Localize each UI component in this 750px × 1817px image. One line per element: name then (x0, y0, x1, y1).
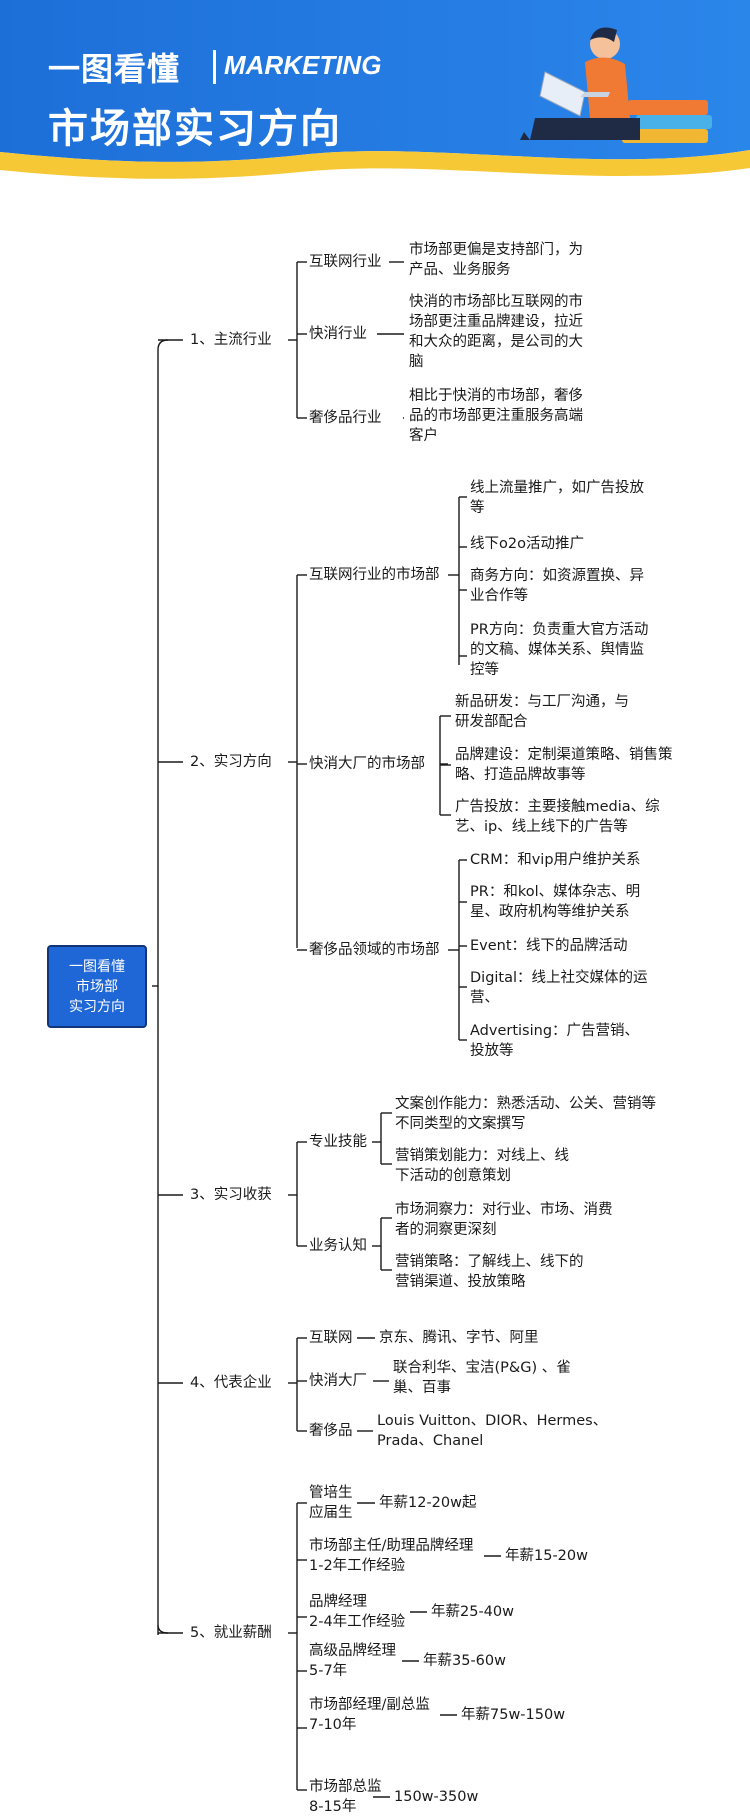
industry-fmcg-detail: 快消的市场部比互联网的市 场部更注重品牌建设，拉近 和大众的距离，是公司的大 脑 (409, 294, 583, 370)
branch-salary: 5、就业薪酬 (190, 1625, 272, 1641)
salary-level-brand-manager: 品牌经理 2-4年工作经验 (309, 1594, 406, 1630)
gain-professional-skills: 专业技能 (309, 1134, 367, 1150)
salary-value-trainee: 年薪12-20w起 (379, 1495, 477, 1511)
header-title-line1: 一图看懂 (48, 50, 181, 88)
company-fmcg: 快消大厂 (309, 1373, 367, 1389)
header-title-line2: 市场部实习方向 (48, 106, 342, 152)
direction-internet-marketing: 互联网行业的市场部 (309, 567, 440, 583)
header-background (0, 0, 750, 210)
branch-representative-companies: 4、代表企业 (190, 1375, 272, 1391)
company-luxury-list: Louis Vuitton、DIOR、Hermes、 Prada、Chanel (377, 1413, 608, 1449)
industry-luxury: 奢侈品行业 (309, 410, 382, 426)
company-luxury: 奢侈品 (309, 1423, 353, 1439)
branch-internship-gains: 3、实习收获 (190, 1187, 272, 1203)
salary-value-marketing-director: 150w-350w (394, 1789, 479, 1805)
header-divider (213, 50, 216, 84)
header-banner: 一图看懂 MARKETING 市场部实习方向 (0, 0, 750, 210)
industry-internet: 互联网行业 (309, 254, 382, 270)
internet-item-online-traffic: 线上流量推广，如广告投放 等 (470, 480, 644, 516)
luxury-item-crm: CRM：和vip用户维护关系 (470, 852, 641, 868)
fmcg-item-brand-building: 品牌建设：定制渠道策略、销售策 略、打造品牌故事等 (455, 747, 673, 783)
luxury-item-event: Event：线下的品牌活动 (470, 938, 628, 954)
salary-value-brand-manager: 年薪25-40w (431, 1604, 514, 1620)
industry-luxury-detail: 相比于快消的市场部，奢侈 品的市场部更注重服务高端 客户 (409, 388, 583, 444)
luxury-item-digital: Digital：线上社交媒体的运 营、 (470, 970, 648, 1006)
fmcg-item-new-product: 新品研发：与工厂沟通，与 研发部配合 (455, 694, 629, 730)
header-title-english: MARKETING (224, 50, 382, 80)
salary-level-trainee: 管培生 应届生 (309, 1485, 353, 1521)
salary-level-marketing-manager: 市场部经理/副总监 7-10年 (309, 1697, 430, 1733)
salary-value-assistant-manager: 年薪15-20w (505, 1548, 588, 1564)
salary-level-senior-brand-manager: 高级品牌经理 5-7年 (309, 1643, 396, 1679)
root-line3: 实习方向 (69, 998, 125, 1015)
fmcg-item-advertising: 广告投放：主要接触media、综 艺、ip、线上线下的广告等 (455, 799, 660, 835)
luxury-item-advertising: Advertising：广告营销、 投放等 (470, 1023, 640, 1059)
skill-planning: 营销策划能力：对线上、线 下活动的创意策划 (395, 1148, 569, 1184)
root-line1: 一图看懂 (69, 958, 125, 975)
internet-item-pr: PR方向：负责重大官方活动 的文稿、媒体关系、舆情监 控等 (470, 622, 649, 678)
salary-level-marketing-director: 市场部总监 8-15年 (309, 1779, 382, 1815)
salary-value-senior-brand-manager: 年薪35-60w (423, 1653, 506, 1669)
branch-internship-directions: 2、实习方向 (190, 754, 272, 770)
salary-level-assistant-manager: 市场部主任/助理品牌经理 1-2年工作经验 (309, 1538, 474, 1574)
direction-fmcg-marketing: 快消大厂的市场部 (309, 756, 425, 772)
knowledge-strategy: 营销策略：了解线上、线下的 营销渠道、投放策略 (395, 1254, 584, 1290)
root-node: 一图看懂 市场部 实习方向 (47, 945, 147, 1028)
company-internet-list: 京东、腾讯、字节、阿里 (379, 1330, 539, 1346)
luxury-item-pr: PR：和kol、媒体杂志、明 星、政府机构等维护关系 (470, 884, 641, 920)
company-internet: 互联网 (309, 1330, 353, 1346)
company-fmcg-list: 联合利华、宝洁(P&G) 、雀 巢、百事 (393, 1360, 571, 1396)
gain-business-knowledge: 业务认知 (309, 1238, 367, 1254)
internet-item-business: 商务方向：如资源置换、异 业合作等 (470, 568, 644, 604)
industry-internet-detail: 市场部更偏是支持部门，为 产品、业务服务 (409, 242, 583, 278)
salary-value-marketing-manager: 年薪75w-150w (461, 1707, 566, 1723)
person-laptop-illustration (520, 27, 712, 143)
internet-item-o2o: 线下o2o活动推广 (470, 536, 584, 552)
knowledge-insight: 市场洞察力：对行业、市场、消费 者的洞察更深刻 (395, 1202, 613, 1238)
direction-luxury-marketing: 奢侈品领域的市场部 (309, 942, 440, 958)
skill-copywriting: 文案创作能力：熟悉活动、公关、营销等 不同类型的文案撰写 (395, 1096, 656, 1132)
industry-fmcg: 快消行业 (309, 326, 367, 342)
branch-main-industries: 1、主流行业 (190, 332, 272, 348)
root-line2: 市场部 (76, 978, 118, 995)
